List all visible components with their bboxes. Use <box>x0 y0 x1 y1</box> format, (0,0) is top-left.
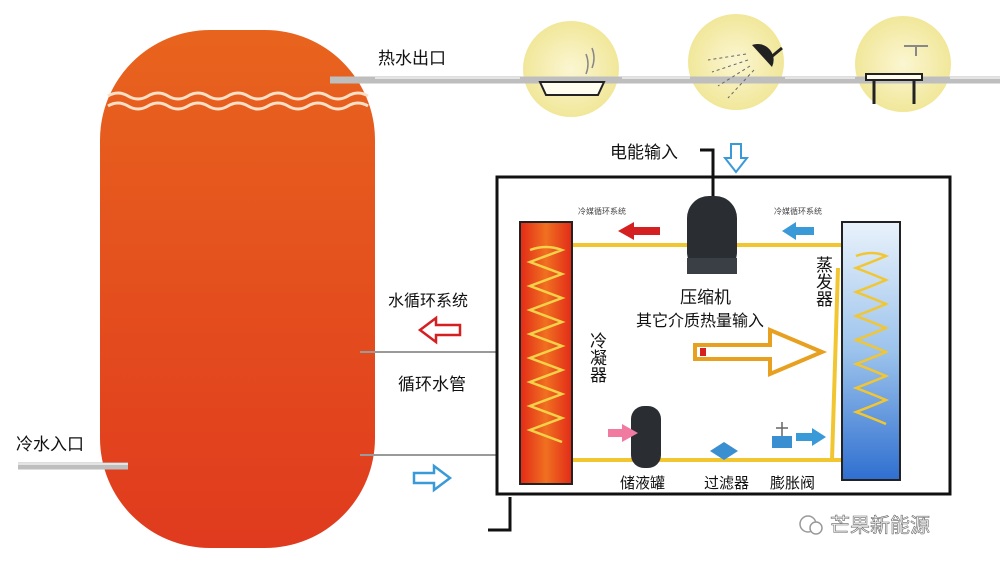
evaporator <box>841 221 901 481</box>
water-surface-waves <box>107 91 369 101</box>
washbasin-icon <box>520 21 622 117</box>
electric-input-label: 电能输入 <box>610 143 678 163</box>
evaporator-label: 蒸发器 <box>812 256 833 307</box>
refrigerant-loop-label-left: 冷媒循环系统 <box>578 206 626 216</box>
liquid-tank <box>631 406 661 468</box>
expansion-valve-icon <box>772 422 792 448</box>
filter-label: 过滤器 <box>704 474 749 492</box>
refrigerant-loop-label-right: 冷媒循环系统 <box>774 206 822 216</box>
circulation-pipe-label: 循环水管 <box>398 375 466 395</box>
compressor <box>687 196 737 274</box>
shower-icon <box>688 14 785 110</box>
water-circulation-system-label: 水循环系统 <box>388 291 468 310</box>
filter-icon <box>710 442 738 460</box>
flow-arrow-left-blue-icon <box>782 222 814 240</box>
hot-water-outlet-label: 热水出口 <box>378 49 446 69</box>
power-line <box>700 148 715 202</box>
watermark-brand: 芒果新能源 <box>830 513 930 537</box>
compressor-label: 压缩机 <box>680 288 731 308</box>
power-down-arrow-icon <box>722 143 750 174</box>
liquid-tank-label: 储液罐 <box>620 474 665 492</box>
expansion-valve-label: 膨胀阀 <box>770 474 815 492</box>
flow-arrow-right-pink-icon <box>608 424 638 442</box>
cold-water-inlet-label: 冷水入口 <box>16 435 84 455</box>
heat-input-arrow-icon <box>693 326 828 378</box>
condenser <box>519 221 573 485</box>
water-return-arrow-icon <box>417 315 462 345</box>
water-supply-arrow-icon <box>412 463 453 493</box>
flow-arrow-right-blue-icon <box>796 428 826 446</box>
watermark: 芒果新能源 <box>799 513 930 537</box>
condenser-label: 冷凝器 <box>586 332 607 383</box>
water-tank <box>100 30 375 548</box>
flow-arrow-left-icon <box>618 222 660 240</box>
other-heat-input-label: 其它介质热量输入 <box>636 311 764 330</box>
faucet-sink-icon <box>855 16 951 112</box>
